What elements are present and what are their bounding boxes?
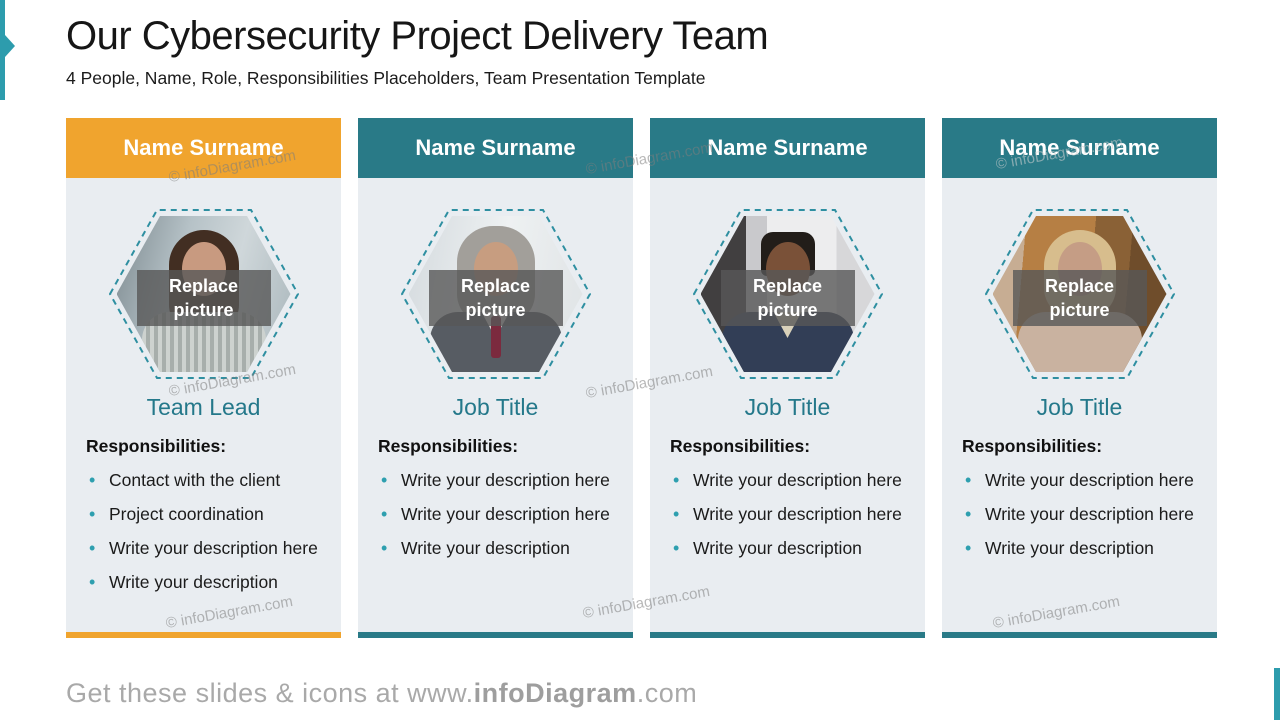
responsibility-item: Write your description here bbox=[380, 502, 617, 527]
responsibility-item: Write your description here bbox=[964, 468, 1201, 493]
responsibility-item: Write your description bbox=[88, 570, 325, 595]
member-name-header: Name Surname bbox=[66, 118, 341, 178]
right-accent-bar bbox=[1274, 668, 1280, 720]
replace-picture-line2: picture bbox=[1049, 300, 1110, 320]
responsibility-item: Write your description bbox=[380, 536, 617, 561]
slide-subtitle: 4 People, Name, Role, Responsibilities P… bbox=[66, 68, 706, 88]
responsibilities-list: Write your description hereWrite your de… bbox=[964, 468, 1201, 561]
responsibilities-label: Responsibilities: bbox=[378, 436, 519, 456]
card-body: Replace picture Job Title Responsibiliti… bbox=[942, 178, 1217, 632]
responsibility-item: Project coordination bbox=[88, 502, 325, 527]
photo-placeholder[interactable]: Replace picture bbox=[984, 208, 1175, 380]
responsibilities-list: Contact with the clientProject coordinat… bbox=[88, 468, 325, 595]
member-name: Name Surname bbox=[123, 135, 284, 160]
slide-title: Our Cybersecurity Project Delivery Team bbox=[66, 14, 769, 58]
member-job-title: Job Title bbox=[452, 394, 539, 420]
replace-picture-line2: picture bbox=[173, 300, 234, 320]
responsibility-item: Write your description here bbox=[672, 468, 909, 493]
portrait-tie bbox=[490, 316, 501, 358]
photo-placeholder[interactable]: Replace picture bbox=[400, 208, 591, 380]
replace-picture-line2: picture bbox=[465, 300, 526, 320]
footer-text-prefix: Get these slides & icons at www. bbox=[66, 678, 474, 708]
member-name: Name Surname bbox=[707, 135, 868, 160]
responsibilities-label: Responsibilities: bbox=[86, 436, 227, 456]
card-accent-bar bbox=[358, 632, 633, 638]
replace-picture-overlay[interactable]: Replace picture bbox=[136, 270, 271, 326]
card-body: Replace picture Job Title Responsibiliti… bbox=[358, 178, 633, 632]
photo-placeholder[interactable]: Replace picture bbox=[108, 208, 299, 380]
card-accent-bar bbox=[650, 632, 925, 638]
team-member-card: Name Surname Replace picture bbox=[650, 118, 925, 638]
responsibility-item: Write your description here bbox=[672, 502, 909, 527]
member-job-title: Job Title bbox=[1036, 394, 1123, 420]
footer-text-suffix: .com bbox=[636, 678, 698, 708]
member-name-header: Name Surname bbox=[942, 118, 1217, 178]
card-accent-bar bbox=[942, 632, 1217, 638]
footer-promo: Get these slides & icons at www.infoDiag… bbox=[66, 678, 697, 709]
left-accent-arrow-icon bbox=[5, 35, 15, 57]
card-body: Replace picture Team Lead Responsibiliti… bbox=[66, 178, 341, 632]
team-cards-row: Name Surname Replace picture bbox=[66, 118, 1217, 638]
photo-placeholder[interactable]: Replace picture bbox=[692, 208, 883, 380]
responsibilities-label: Responsibilities: bbox=[962, 436, 1103, 456]
responsibilities-list: Write your description hereWrite your de… bbox=[380, 468, 617, 561]
member-name-header: Name Surname bbox=[358, 118, 633, 178]
responsibility-item: Write your description here bbox=[380, 468, 617, 493]
responsibility-item: Write your description bbox=[964, 536, 1201, 561]
responsibility-item: Write your description here bbox=[964, 502, 1201, 527]
hexagon-dashed-outline bbox=[108, 209, 299, 379]
left-accent-bar bbox=[0, 0, 5, 100]
card-body: Replace picture Job Title Responsibiliti… bbox=[650, 178, 925, 632]
replace-picture-line2: picture bbox=[757, 300, 818, 320]
team-member-card: Name Surname Replace picture bbox=[66, 118, 341, 638]
replace-picture-line1: Replace bbox=[460, 276, 531, 296]
replace-picture-overlay[interactable]: Replace picture bbox=[1012, 270, 1147, 326]
member-job-title: Job Title bbox=[744, 394, 831, 420]
member-name-header: Name Surname bbox=[650, 118, 925, 178]
responsibilities-list: Write your description hereWrite your de… bbox=[672, 468, 909, 561]
replace-picture-line1: Replace bbox=[1044, 276, 1115, 296]
hexagon-dashed-outline bbox=[984, 209, 1175, 379]
member-name: Name Surname bbox=[999, 135, 1160, 160]
replace-picture-overlay[interactable]: Replace picture bbox=[428, 270, 563, 326]
responsibility-item: Write your description here bbox=[88, 536, 325, 561]
hexagon-dashed-outline bbox=[400, 209, 591, 379]
responsibility-item: Write your description bbox=[672, 536, 909, 561]
hexagon-dashed-outline bbox=[692, 209, 883, 379]
replace-picture-overlay[interactable]: Replace picture bbox=[720, 270, 855, 326]
footer-brand-link[interactable]: infoDiagram bbox=[473, 678, 637, 708]
responsibility-item: Contact with the client bbox=[88, 468, 325, 493]
team-member-card: Name Surname Replace picture bbox=[942, 118, 1217, 638]
responsibilities-label: Responsibilities: bbox=[670, 436, 811, 456]
replace-picture-line1: Replace bbox=[752, 276, 823, 296]
card-accent-bar bbox=[66, 632, 341, 638]
replace-picture-line1: Replace bbox=[168, 276, 239, 296]
member-name: Name Surname bbox=[415, 135, 576, 160]
member-job-title: Team Lead bbox=[146, 394, 261, 420]
team-member-card: Name Surname Replace picture bbox=[358, 118, 633, 638]
